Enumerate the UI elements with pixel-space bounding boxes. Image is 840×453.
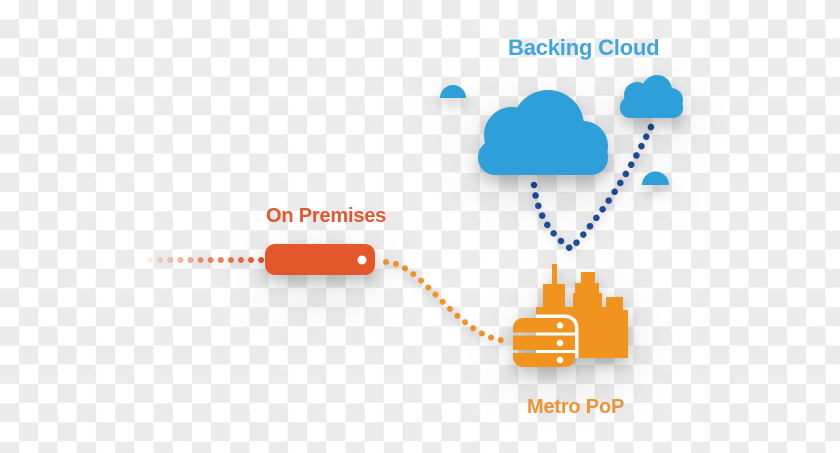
appliance-led-dot (357, 255, 367, 265)
small-cloud-icon (620, 75, 683, 118)
cloud-bump-left-icon (440, 85, 466, 98)
on-premises-appliance-icon (265, 244, 375, 275)
server-stack-icon (513, 318, 575, 367)
backing-cloud-label: Backing Cloud (508, 35, 660, 60)
big-cloud-icon (478, 90, 608, 175)
backing-cloud-icon (440, 75, 683, 185)
metro-pop-icon (513, 264, 628, 367)
metro-pop-label: Metro PoP (527, 396, 625, 418)
server-led-dots (556, 322, 564, 364)
dotted-link-onpremises-to-metropop (383, 259, 513, 344)
on-premises-label: On Premises (266, 205, 387, 227)
cloud-bump-right-icon (642, 171, 669, 185)
dotted-link-metropop-to-clouds (530, 123, 655, 254)
appliance-body (265, 244, 375, 275)
